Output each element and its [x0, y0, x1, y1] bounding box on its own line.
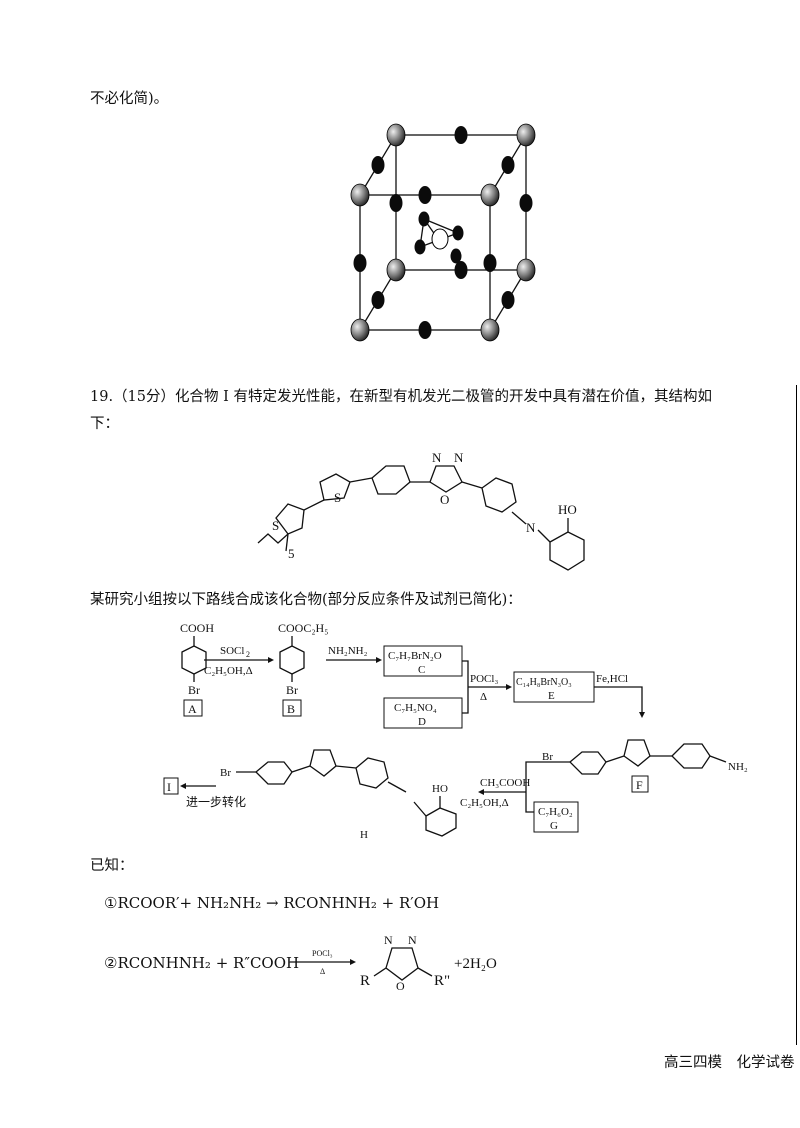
H-br: Br [220, 767, 231, 779]
known-equation-2-left: ②RCONHNH₂ + R″COOH [104, 954, 300, 972]
E-formula: C₁₄H₈BrN₃O₃ [516, 677, 572, 688]
A-cooh: COOH [180, 621, 214, 635]
E-label: E [548, 690, 555, 702]
C-label: C [418, 664, 425, 676]
thiophene-S2: S [334, 490, 341, 505]
eq2-N1: N [384, 933, 393, 947]
G-formula: C₇H₆O₂ [538, 806, 573, 818]
known-title: 已知： [90, 858, 134, 874]
D-formula: C₇H₅NO₄ [394, 702, 437, 714]
D-label: D [418, 716, 426, 728]
A-label: A [188, 702, 197, 716]
C-formula: C₇H₇BrN₂O [388, 650, 442, 662]
chain-subscript: 5 [288, 546, 295, 561]
arrow3-reagent: POCl₃ [470, 673, 498, 685]
eq2-condition: Δ [320, 967, 325, 976]
arrow4-reagent: Fe,HCl [596, 673, 628, 685]
B-label: B [287, 702, 295, 716]
eq2-water: +2H₂O [454, 956, 497, 972]
arrow6-condition: 进一步转化 [186, 794, 246, 809]
B-ester: COOC₂H₅ [278, 621, 328, 635]
arrow5-condition: C₂H₅OH,Δ [460, 797, 509, 809]
I-label: I [167, 780, 171, 794]
oxadiazole-O: O [440, 492, 449, 507]
eq2-N2: N [408, 933, 417, 947]
oxadiazole-N2: N [454, 450, 464, 465]
known-equation-1: ①RCOOR′+ NH₂NH₂ → RCONHNH₂ + R′OH [104, 894, 440, 912]
thiophene-S1: S [272, 518, 279, 533]
question-19-line2: 下： [90, 416, 119, 432]
page-footer: 高三四模 化学试卷 [664, 1055, 795, 1071]
compound-I-structure: 5 S S N N O N HO [257, 450, 585, 571]
F-br: Br [542, 751, 553, 763]
question-19-line1: 19.（15分）化合物 I 有特定发光性能，在新型有机发光二极管的开发中具有潜在… [90, 389, 712, 405]
eq2-reagent: POCl₃ [312, 949, 333, 958]
known-equation-2-right: POCl₃ Δ N N O R R" +2H₂O [290, 933, 497, 993]
arrow1-condition: C₂H₅OH,Δ [204, 665, 253, 677]
phenol-HO: HO [558, 502, 577, 517]
arrow2-reagent: NH₂NH₂ [328, 645, 368, 657]
F-label: F [636, 778, 643, 792]
intro-tail-text: 不必化简)。 [90, 91, 169, 107]
crystal-unit-cell-diagram [350, 123, 536, 342]
arrow1-reagent: SOCl [220, 645, 244, 657]
page-right-rule [796, 385, 797, 1045]
eq2-O: O [396, 979, 405, 993]
oxadiazole-N1: N [432, 450, 442, 465]
H-label: H [360, 829, 368, 841]
imine-N: N [526, 520, 536, 535]
eq2-R2: R" [434, 973, 450, 989]
synthesis-route-diagram: COOH Br A SOCl 2 C₂H₅OH,Δ COOC₂H₅ Br B N… [163, 621, 748, 841]
eq2-R: R [360, 973, 370, 989]
arrow1-reagent-sub: 2 [246, 650, 250, 659]
arrow5-reagent: CH₃COOH [480, 777, 530, 789]
H-ho: HO [432, 783, 448, 795]
F-nh2: NH₂ [728, 761, 748, 773]
B-br: Br [286, 683, 298, 697]
A-br: Br [188, 683, 200, 697]
arrow3-condition: Δ [480, 691, 487, 703]
route-intro-text: 某研究小组按以下路线合成该化合物(部分反应条件及试剂已简化)： [90, 592, 522, 608]
G-label: G [550, 820, 558, 832]
